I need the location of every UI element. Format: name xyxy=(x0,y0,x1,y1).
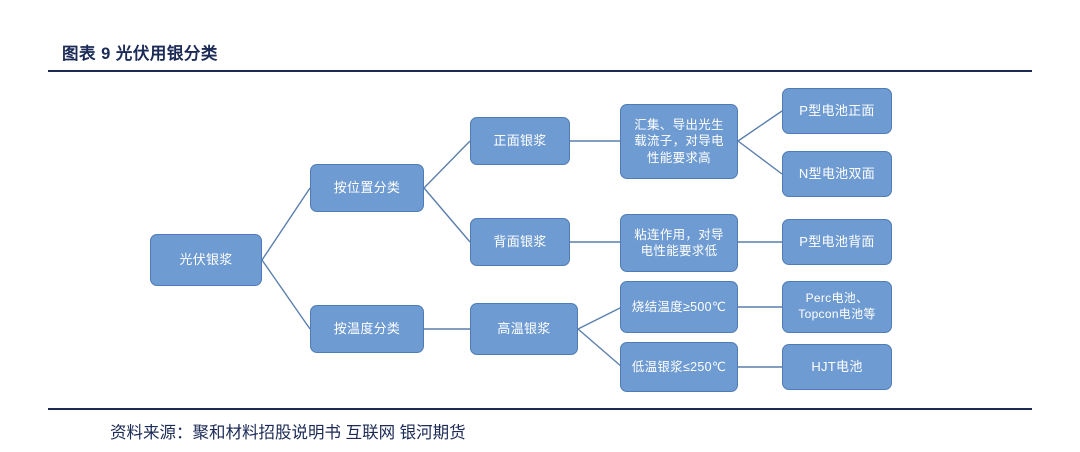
node-front-paste-label: 正面银浆 xyxy=(493,133,547,149)
node-perc-topcon-line2: Topcon电池等 xyxy=(798,307,876,321)
node-desc-front-line2: 载流子，对导电 xyxy=(634,134,724,149)
node-desc-back[interactable]: 粘连作用，对导 电性能要求低 xyxy=(620,214,738,272)
node-desc-front[interactable]: 汇集、导出光生 载流子，对导电 性能要求高 xyxy=(620,104,738,179)
node-desc-front-line3: 性能要求高 xyxy=(646,150,711,165)
figure-title: 图表 9 光伏用银分类 xyxy=(62,45,218,63)
node-front-paste[interactable]: 正面银浆 xyxy=(470,117,570,165)
node-sintering-temp-label: 烧结温度≥500℃ xyxy=(631,299,727,314)
node-high-temp-paste-label: 高温银浆 xyxy=(497,321,551,337)
node-by-temperature[interactable]: 按温度分类 xyxy=(310,305,424,353)
node-by-position-label: 按位置分类 xyxy=(333,180,401,196)
node-root-label: 光伏银浆 xyxy=(179,252,233,268)
node-p-type-back-label: P型电池背面 xyxy=(799,234,875,250)
node-p-type-front[interactable]: P型电池正面 xyxy=(782,88,892,134)
node-hjt-label: HJT电池 xyxy=(811,359,863,375)
node-p-type-front-label: P型电池正面 xyxy=(799,103,875,119)
node-root[interactable]: 光伏银浆 xyxy=(150,234,262,286)
node-desc-front-line1: 汇集、导出光生 xyxy=(634,117,724,132)
node-p-type-back[interactable]: P型电池背面 xyxy=(782,219,892,265)
node-n-type-bifacial-label: N型电池双面 xyxy=(798,166,876,182)
node-low-temp-label: 低温银浆≤250℃ xyxy=(631,359,727,374)
figure-source: 资料来源：聚和材料招股说明书 互联网 银河期货 xyxy=(110,424,466,442)
node-n-type-bifacial[interactable]: N型电池双面 xyxy=(782,151,892,197)
node-hjt[interactable]: HJT电池 xyxy=(782,344,892,390)
node-desc-back-line2: 电性能要求低 xyxy=(640,244,718,258)
footer-divider xyxy=(48,408,1032,410)
node-desc-back-line1: 粘连作用，对导 xyxy=(634,227,724,242)
node-perc-topcon[interactable]: Perc电池、 Topcon电池等 xyxy=(782,281,892,333)
node-perc-topcon-line1: Perc电池、 xyxy=(805,291,869,306)
header-divider xyxy=(48,70,1032,72)
node-by-position[interactable]: 按位置分类 xyxy=(310,164,424,212)
node-back-paste-label: 背面银浆 xyxy=(493,234,547,250)
node-by-temperature-label: 按温度分类 xyxy=(333,321,401,337)
node-high-temp-paste[interactable]: 高温银浆 xyxy=(470,303,578,355)
node-sintering-temp[interactable]: 烧结温度≥500℃ xyxy=(620,281,738,333)
node-back-paste[interactable]: 背面银浆 xyxy=(470,218,570,266)
node-low-temp[interactable]: 低温银浆≤250℃ xyxy=(620,342,738,392)
